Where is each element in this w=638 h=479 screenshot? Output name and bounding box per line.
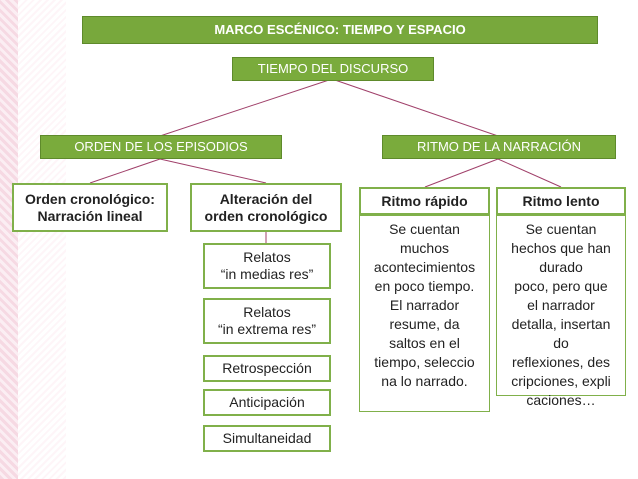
ritmo-rapido-description: Se cuentan muchos acontecimientos en poc… [359,215,490,412]
branch-ritmo-narracion: RITMO DE LA NARRACIÓN [382,135,616,159]
ritmo-lento-description: Se cuentan hechos que han durado poco, p… [496,215,626,408]
node-orden-cronologico: Orden cronológico: Narración lineal [12,183,168,232]
item-anticipacion: Anticipación [203,389,331,416]
connector-ritmo-rapido [424,158,499,188]
item-in-medias-res: Relatos “in medias res” [203,243,331,289]
diagram-title: MARCO ESCÉNICO: TIEMPO Y ESPACIO [82,16,598,44]
item-retrospeccion: Retrospección [203,355,331,382]
root-node-tiempo-discurso: TIEMPO DEL DISCURSO [232,57,434,81]
decorative-pattern [18,0,66,479]
node-alteracion-orden: Alteración del orden cronológico [190,183,342,232]
connector-ritmo-lento [497,158,562,188]
connector-orden-alteracion [159,158,267,184]
connector-orden-cronologico [89,158,161,184]
branch-orden-episodios: ORDEN DE LOS EPISODIOS [40,135,282,159]
connector-root-orden [159,78,333,137]
node-ritmo-lento: Ritmo lento [496,187,626,215]
connector-root-ritmo [331,78,499,137]
node-ritmo-rapido: Ritmo rápido [359,187,490,215]
item-simultaneidad: Simultaneidad [203,425,331,452]
item-in-extrema-res: Relatos “in extrema res” [203,298,331,344]
decorative-stripe [0,0,18,479]
